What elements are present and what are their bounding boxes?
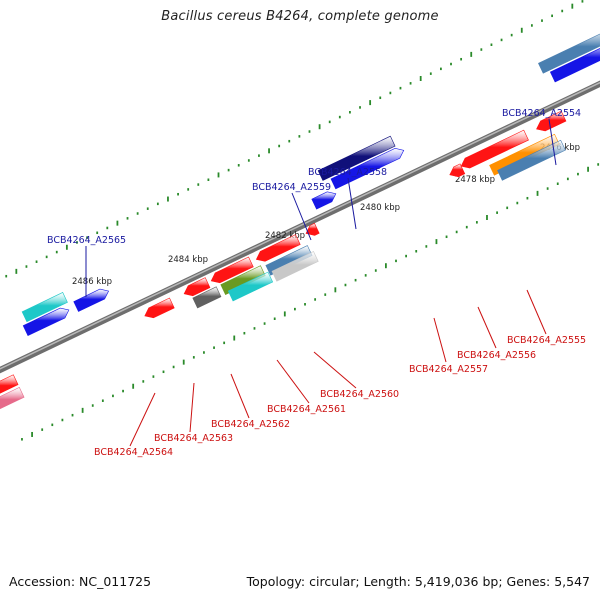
gene-leader-line bbox=[189, 382, 195, 433]
gene-bar-red bbox=[536, 110, 567, 132]
gene-bar-blue bbox=[22, 307, 70, 337]
gene-label-reverse: BCB4264_A2556 bbox=[457, 350, 536, 361]
gene-bar-cyan bbox=[227, 271, 274, 302]
genome-summary-label: Topology: circular; Length: 5,419,036 bp… bbox=[246, 574, 590, 589]
gene-bar-red bbox=[460, 129, 529, 169]
ruler-label: 2482 kbp bbox=[265, 231, 305, 241]
gene-bar-blue bbox=[73, 288, 110, 312]
gene-leader-line bbox=[313, 351, 357, 389]
gene-bar-blue bbox=[330, 148, 405, 190]
gene-leader-line bbox=[230, 373, 250, 419]
gene-leader-line bbox=[526, 289, 547, 335]
gene-label-reverse: BCB4264_A2555 bbox=[507, 335, 586, 346]
gene-bar-cyan bbox=[21, 292, 68, 323]
gene-label-forward: BCB4264_A2558 bbox=[308, 167, 387, 178]
gene-label-reverse: BCB4264_A2564 bbox=[94, 447, 173, 458]
gene-leader-line bbox=[548, 118, 557, 166]
gene-bar-red bbox=[210, 256, 254, 284]
gene-leader-line bbox=[291, 192, 312, 241]
gene-bar-red bbox=[183, 277, 211, 297]
gene-bar-gray bbox=[192, 286, 222, 309]
gene-label-reverse: BCB4264_A2562 bbox=[211, 419, 290, 430]
gene-bar-red bbox=[255, 234, 301, 262]
ruler-label: 2484 kbp bbox=[168, 255, 208, 265]
gene-label-reverse: BCB4264_A2563 bbox=[154, 433, 233, 444]
gene-bar-steel bbox=[497, 139, 566, 181]
gene-bar-pink bbox=[0, 386, 25, 410]
genome-backbone bbox=[0, 80, 600, 374]
gene-label-forward: BCB4264_A2559 bbox=[252, 182, 331, 193]
gene-bar-red bbox=[144, 297, 175, 319]
gene-bar-red bbox=[449, 163, 466, 178]
gene-bar-navy bbox=[317, 135, 396, 181]
gene-label-reverse: BCB4264_A2561 bbox=[267, 404, 346, 415]
ruler-label: 2486 kbp bbox=[72, 277, 112, 287]
ruler-row-upper bbox=[5, 0, 584, 278]
gene-bar-blue bbox=[549, 48, 600, 83]
ruler-row-lower bbox=[21, 163, 600, 441]
ruler-label: 2480 kbp bbox=[360, 203, 400, 213]
gene-bar-red bbox=[0, 374, 19, 394]
gene-bar-lightgray bbox=[271, 251, 319, 282]
gene-label-reverse: BCB4264_A2557 bbox=[409, 364, 488, 375]
genome-backbone-highlight bbox=[0, 81, 600, 370]
gene-bar-red bbox=[305, 222, 320, 236]
gene-leader-line bbox=[276, 359, 310, 404]
gene-label-forward: BCB4264_A2565 bbox=[47, 235, 126, 246]
gene-bar-steel bbox=[538, 33, 600, 74]
gene-leader-line bbox=[347, 177, 357, 230]
gene-leader-line bbox=[433, 317, 447, 363]
map-title: Bacillus cereus B4264, complete genome bbox=[161, 9, 439, 24]
gene-bar-blue bbox=[311, 191, 337, 210]
accession-label: Accession: NC_011725 bbox=[9, 574, 152, 589]
gene-label-forward: BCB4264_A2554 bbox=[502, 108, 581, 119]
ruler-label: 2478 kbp bbox=[455, 175, 495, 185]
gene-label-reverse: BCB4264_A2560 bbox=[320, 389, 399, 400]
gene-leader-line bbox=[477, 306, 497, 349]
gene-leader-line bbox=[129, 392, 156, 447]
